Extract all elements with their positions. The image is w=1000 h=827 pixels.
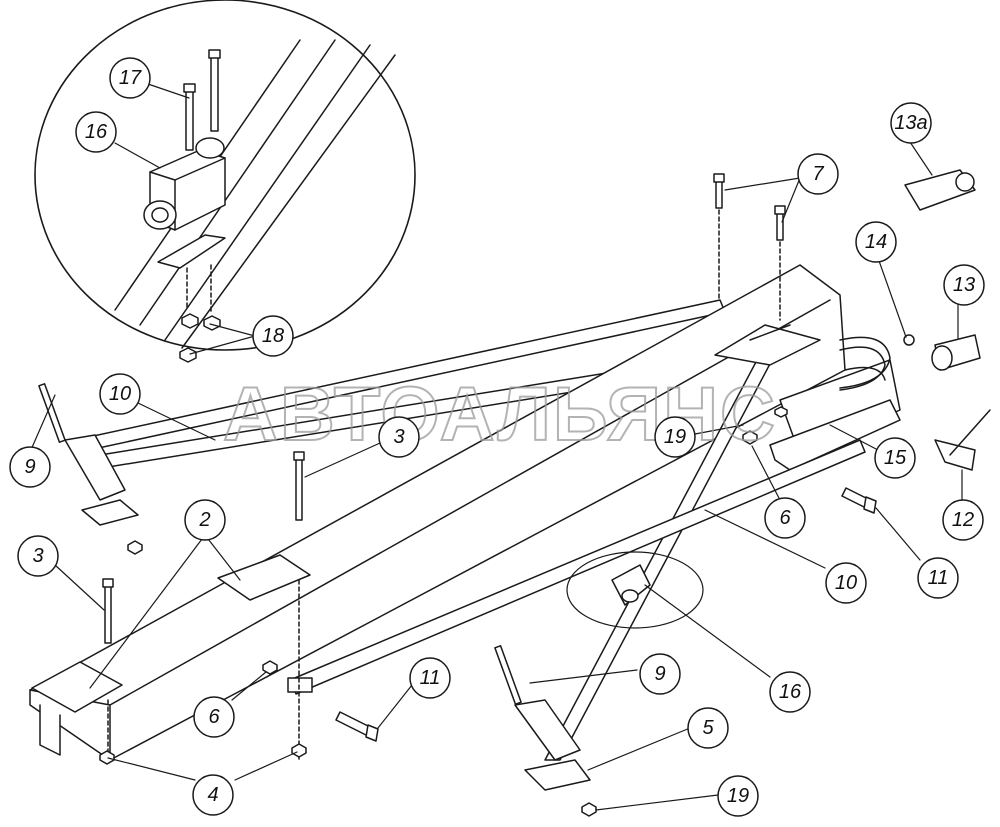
svg-text:10: 10: [109, 383, 131, 405]
svg-text:18: 18: [262, 325, 284, 347]
svg-text:19: 19: [664, 426, 686, 448]
svg-text:3: 3: [32, 545, 43, 567]
svg-text:9: 9: [24, 456, 35, 478]
vertical-bolts: [102, 173, 786, 761]
callout-11-right: 11: [917, 557, 959, 599]
callout-13a: 13а: [890, 102, 932, 144]
callout-19-upper: 19: [654, 416, 696, 458]
callout-9-left: 9: [9, 446, 51, 488]
callout-15: 15: [874, 437, 916, 479]
leader-lines: [29, 83, 963, 811]
detail-magnifier: [34, 0, 416, 363]
svg-text:7: 7: [812, 163, 824, 185]
svg-text:16: 16: [85, 121, 108, 143]
callout-9-lower: 9: [639, 653, 681, 695]
diagonal-strut: [544, 324, 821, 761]
callouts: 17 16 18 13а 7 14 13 10 9 3 19 15 6 12 1…: [9, 57, 985, 817]
svg-text:14: 14: [865, 231, 887, 253]
callout-10-lower: 10: [825, 562, 867, 604]
callout-17: 17: [109, 57, 151, 99]
callout-12: 12: [942, 499, 984, 541]
callout-19-lower: 19: [717, 775, 759, 817]
callout-10-upper: 10: [99, 373, 141, 415]
svg-text:13а: 13а: [894, 112, 927, 134]
lower-bar: [287, 439, 866, 695]
callout-18: 18: [252, 315, 294, 357]
svg-text:3: 3: [393, 426, 404, 448]
callout-2: 2: [184, 499, 226, 541]
side-bolts: [335, 487, 877, 742]
svg-text:4: 4: [207, 784, 218, 806]
callout-16-detail: 16: [75, 111, 117, 153]
callout-6-right: 6: [764, 497, 806, 539]
right-bracket: [769, 336, 901, 471]
callout-6-lower: 6: [193, 696, 235, 738]
clamp-shadow: [566, 551, 704, 629]
svg-text:16: 16: [779, 681, 802, 703]
callout-3-upper: 3: [378, 416, 420, 458]
callout-16-lower: 16: [769, 671, 811, 713]
svg-text:15: 15: [884, 447, 907, 469]
svg-text:9: 9: [654, 663, 665, 685]
svg-text:6: 6: [208, 706, 220, 728]
svg-text:12: 12: [952, 509, 974, 531]
svg-text:13: 13: [953, 274, 975, 296]
svg-text:10: 10: [835, 572, 857, 594]
svg-text:6: 6: [779, 507, 791, 529]
svg-text:17: 17: [119, 67, 142, 89]
callout-3-left: 3: [17, 535, 59, 577]
svg-text:19: 19: [727, 785, 749, 807]
callout-7: 7: [797, 153, 839, 195]
callout-4: 4: [192, 774, 234, 816]
right-parts: [904, 169, 991, 471]
nuts: [99, 334, 915, 817]
svg-text:11: 11: [420, 667, 441, 689]
left-mount: [38, 383, 591, 791]
callout-11-lower: 11: [409, 657, 451, 699]
callout-5: 5: [687, 707, 729, 749]
callout-13: 13: [943, 264, 985, 306]
callout-14: 14: [855, 221, 897, 263]
svg-text:2: 2: [198, 509, 210, 531]
svg-text:5: 5: [702, 717, 714, 739]
svg-text:11: 11: [928, 567, 949, 589]
